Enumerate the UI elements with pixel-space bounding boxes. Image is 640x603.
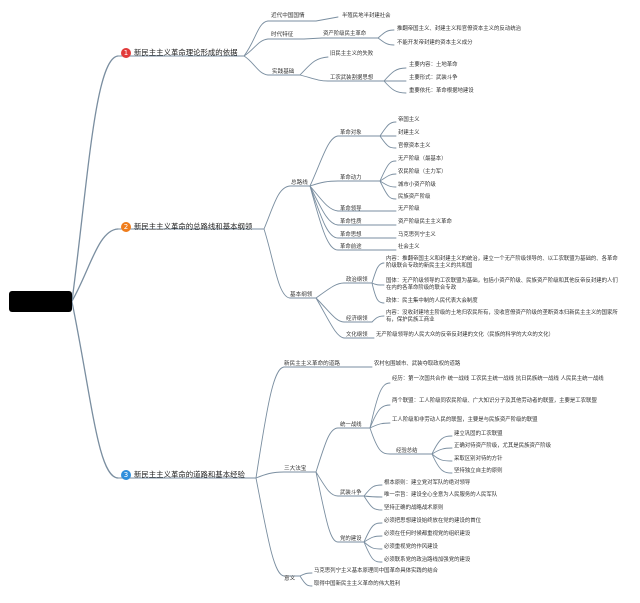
leaf-text: 封建主义 <box>398 130 420 136</box>
node-label: 资产阶级民主革命 <box>323 31 367 37</box>
leaf-text: 推翻帝国主义、封建主义和官僚资本主义的反动统治 <box>397 26 521 32</box>
leaf-text: 正确对待资产阶级，尤其是民族资产阶级 <box>454 443 552 449</box>
node-label: 革命思想 <box>340 232 362 238</box>
branch-number-badge: 2 <box>121 222 131 232</box>
leaf-text: 无产阶级领导的人民大众的反帝反封建的文化（民族的科学的大众的文化） <box>376 332 554 338</box>
leaf-text: 马克思列宁主义基本原理同中国革命具体实践的结合 <box>314 568 438 574</box>
node-label: 革命性质 <box>340 219 362 225</box>
branch-number-badge: 1 <box>121 48 131 58</box>
node-label: 经验总结 <box>396 448 418 454</box>
node-label: 革命动力 <box>340 175 362 181</box>
leaf-text: 官僚资本主义 <box>398 143 431 149</box>
leaf-text: 重要依托：革命根据地建设 <box>409 88 474 94</box>
leaf-text: 采取区别对待的方针 <box>454 456 503 462</box>
branch-title: 新民主主义革命的总路线和基本纲领 <box>134 222 253 231</box>
leaf-text: 政体：民主集中制的人民代表大会制度 <box>386 298 478 304</box>
node-label: 革命领导 <box>340 206 362 212</box>
leaf-text: 无产阶级（最基本） <box>398 156 447 162</box>
node-label: 意义 <box>284 576 296 582</box>
node-label: 革命对象 <box>340 130 362 136</box>
node-label: 总路线 <box>291 180 308 186</box>
leaf-text: 社会主义 <box>398 244 420 250</box>
leaf-text: 帝国主义 <box>398 117 420 123</box>
node-label: 时代特征 <box>271 32 294 38</box>
leaf-text: 唯一宗旨：建设全心全意为人民服务的人民军队 <box>384 492 498 498</box>
leaf-text: 两个联盟：工人阶级同农民阶级、广大知识分子及其他劳动者的联盟，主要是工农联盟 <box>392 398 597 404</box>
node-label: 经济纲领 <box>346 316 368 322</box>
leaf-text: 坚持正确的战略战术原则 <box>384 505 444 511</box>
node-label: 政治纲领 <box>346 277 368 283</box>
leaf-text: 必须在任何时候都重视党的组织建设 <box>384 531 471 537</box>
leaf-text: 建立巩固的工农联盟 <box>454 431 503 437</box>
branch-title: 新民主主义革命理论形成的依据 <box>134 48 238 57</box>
leaf-text: 必须联系党的政治路线加强党的建设 <box>384 557 471 563</box>
node-label: 革命前途 <box>340 244 362 250</box>
leaf-text: 国体：无产阶级领导的工农联盟为基础，包括小资产阶级、民族资产阶级和其他反帝反封建… <box>386 278 618 291</box>
node-label: 工农武装割据思想 <box>330 75 374 81</box>
node-label: 新民主主义革命的道路 <box>284 361 340 367</box>
leaf-text: 资产阶级民主主义革命 <box>398 219 452 225</box>
leaf-text: 城市小资产阶级 <box>398 182 436 188</box>
node-label: 三大法宝 <box>284 466 307 472</box>
branch-title: 新民主主义革命的道路和基本经验 <box>134 470 245 479</box>
leaf-text: 必须重视党的作风建设 <box>384 544 438 550</box>
leaf-text: 根本原则：建立党对军队的绝对领导 <box>384 480 471 486</box>
leaf-text: 坚持独立自主的原则 <box>454 468 503 474</box>
leaf-text: 农民阶级（主力军） <box>398 169 447 175</box>
leaf-text: 取得中国新民主主义革命的伟大胜利 <box>314 581 401 587</box>
node-label: 文化纲领 <box>346 332 368 338</box>
node-label: 党的建设 <box>340 536 362 542</box>
leaf-text: 经历：第一次国共合作 统一战线 工农民主统一战线 抗日民族统一战线 人民民主统一… <box>392 376 604 382</box>
leaf-text: 半殖民地半封建社会 <box>342 13 391 19</box>
leaf-text: 内容：推翻帝国主义和封建主义的统治，建立一个无产阶级领导的、以工农联盟为基础的、… <box>386 256 618 269</box>
leaf-text: 马克思列宁主义 <box>398 232 436 238</box>
leaf-text: 主要形式：武装斗争 <box>409 75 458 81</box>
branch-number-badge: 3 <box>121 470 131 480</box>
leaf-text: 农村包围城市、武装夺取政权的道路 <box>374 361 461 367</box>
leaf-text: 必须把思想建设始终放在党的建设的首位 <box>384 518 482 524</box>
leaf-text: 民族资产阶级 <box>398 194 431 200</box>
node-label: 武装斗争 <box>340 490 362 496</box>
root-node <box>9 291 72 312</box>
leaf-text: 工人阶级和非劳动人民的联盟，主要是与民族资产阶级的联盟 <box>392 417 538 423</box>
leaf-text: 无产阶级 <box>398 206 420 212</box>
node-label: 基本纲领 <box>290 292 313 298</box>
node-label: 实践基础 <box>272 69 295 75</box>
node-label: 统一战线 <box>340 422 362 428</box>
leaf-text: 内容：没收封建地主阶级的土地归农民所有，没收官僚资产阶级的垄断资本归新民主主义的… <box>386 310 618 323</box>
node-label: 旧民主主义的失败 <box>330 51 374 57</box>
node-label: 近代中国国情 <box>271 13 305 19</box>
leaf-text: 主要内容：土地革命 <box>409 62 458 68</box>
leaf-text: 不能开发帝封建的资本主义成分 <box>397 40 473 46</box>
